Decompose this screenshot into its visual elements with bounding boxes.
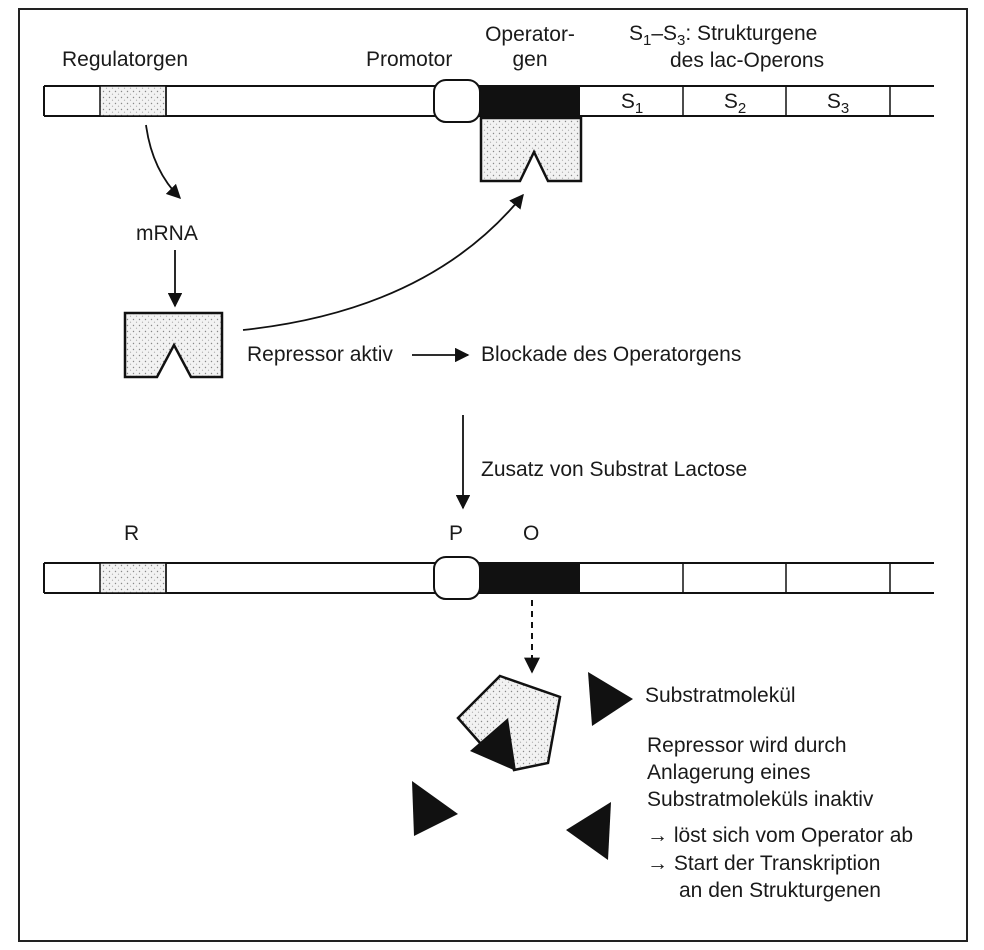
result-line2: → Start der Transkription <box>647 852 881 875</box>
blockade-label: Blockade des Operatorgens <box>481 343 742 366</box>
operator-gene-segment-bottom <box>480 563 580 593</box>
mrna-label: mRNA <box>136 222 198 245</box>
description-line3: Substratmoleküls inaktiv <box>647 788 874 811</box>
regulator-gene-label: Regulatorgen <box>62 48 189 71</box>
regulator-gene-segment <box>99 85 167 117</box>
arrow-regulator-to-mrna <box>145 124 182 200</box>
structural-genes-label-line1: S1–S3: Strukturgene <box>629 22 818 49</box>
substrate-triangle-free-2 <box>566 802 611 860</box>
arrow-repressor-to-operator <box>242 193 524 331</box>
operator-gene-segment <box>480 86 580 116</box>
promotor-box-bottom <box>433 556 481 600</box>
substrate-triangle-legend <box>588 672 633 726</box>
description-line2: Anlagerung eines <box>647 761 811 784</box>
substrate-triangle-free-1 <box>412 781 458 836</box>
substrate-triangle-bound <box>470 718 516 771</box>
gene-s1-label: S1 <box>620 90 644 117</box>
regulator-gene-segment-bottom <box>99 562 167 594</box>
bottom-dna-strand <box>43 556 934 600</box>
operator-label-line1: Operator- <box>485 23 575 46</box>
o-label: O <box>523 522 540 545</box>
r-label: R <box>124 522 140 545</box>
repressor-bound-shape <box>479 116 583 183</box>
repressor-active-label: Repressor aktiv <box>247 343 393 366</box>
repressor-active-shape <box>123 311 224 379</box>
promotor-box <box>433 79 481 123</box>
substrate-molecule-label: Substratmolekül <box>645 684 796 707</box>
gene-s3-label: S3 <box>826 90 850 117</box>
gene-s2-label: S2 <box>723 90 747 117</box>
top-dna-strand <box>43 79 934 123</box>
operator-label-line2: gen <box>512 48 548 71</box>
p-label: P <box>449 522 464 545</box>
result-line1: → löst sich vom Operator ab <box>647 824 914 847</box>
result-line3: an den Strukturgenen <box>679 879 881 902</box>
structural-genes-label-line2: des lac-Operons <box>670 49 825 72</box>
lactose-addition-label: Zusatz von Substrat Lactose <box>481 458 748 481</box>
promotor-label: Promotor <box>366 48 453 71</box>
diagram-frame <box>18 8 968 942</box>
description-line1: Repressor wird durch <box>647 734 847 757</box>
